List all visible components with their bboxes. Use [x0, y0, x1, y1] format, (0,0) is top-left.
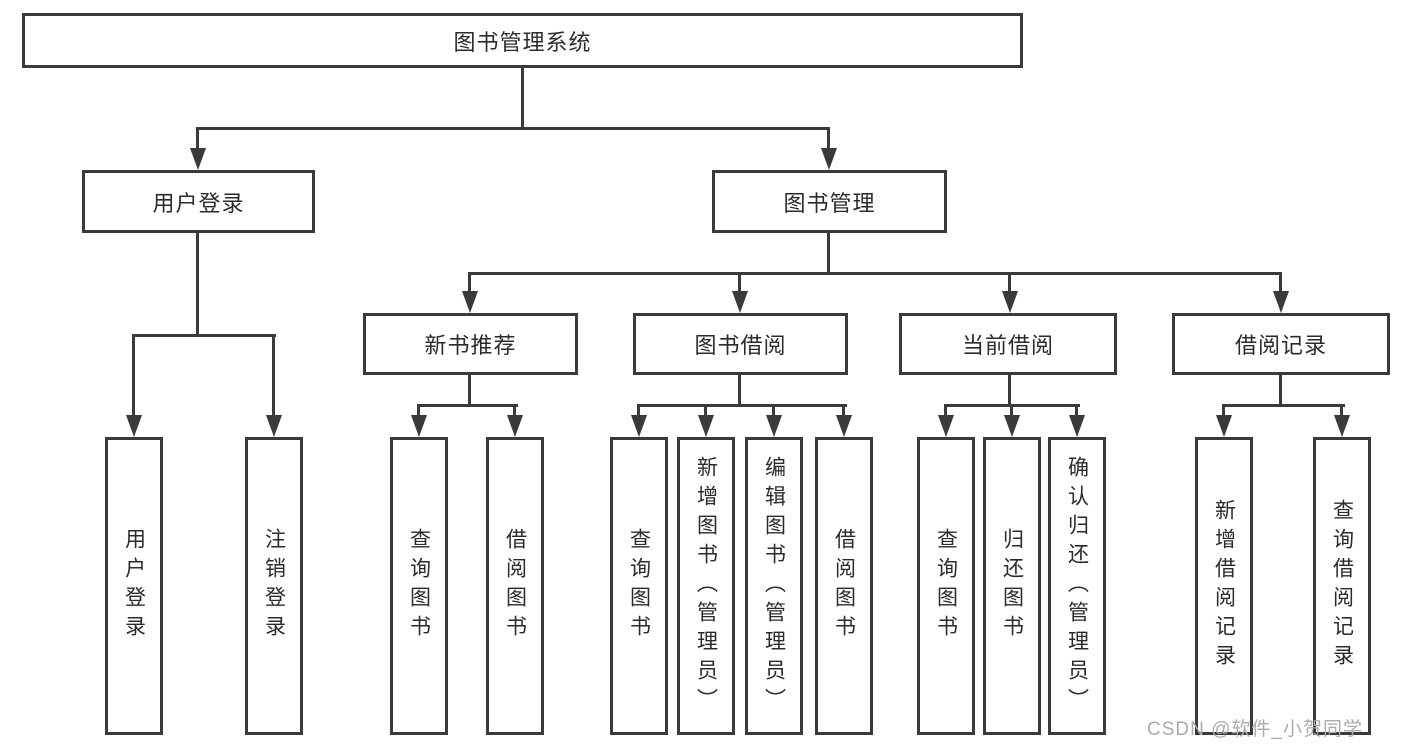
leaf-borrow-edit-books-admin: 编辑图书（管理员）	[745, 437, 803, 735]
arrowhead-icon	[1002, 291, 1018, 313]
node-root-label: 图书管理系统	[453, 29, 592, 55]
leaf-recommend-borrow-books: 借阅图书	[486, 437, 544, 735]
node-current-borrowing: 当前借阅	[899, 313, 1117, 375]
arrowhead-icon	[732, 291, 748, 313]
connector-drop-leaf	[272, 334, 275, 419]
leaf-current-return-books-label: 归还图书	[1000, 528, 1024, 644]
arrowhead-icon	[631, 415, 647, 437]
connector-user-login-stem	[196, 233, 199, 337]
leaf-borrow-add-books-admin: 新增图书（管理员）	[677, 437, 735, 735]
leaf-borrow-borrow-books: 借阅图书	[815, 437, 873, 735]
node-borrowing-records-label: 借阅记录	[1234, 333, 1327, 358]
connector-user-login-group	[132, 334, 276, 337]
node-book-management: 图书管理	[712, 170, 947, 233]
connector-drop-section	[1008, 272, 1011, 295]
arrowhead-icon	[1273, 291, 1289, 313]
arrowhead-icon	[266, 415, 282, 437]
connector-drop-section	[468, 272, 471, 295]
node-book-management-label: 图书管理	[783, 190, 876, 216]
connector-drop-leaf	[944, 404, 947, 420]
connector-drop-leaf	[132, 334, 135, 419]
leaf-current-confirm-return-admin: 确认归还（管理员）	[1048, 437, 1106, 735]
connector-drop-leaf	[772, 404, 775, 420]
node-root: 图书管理系统	[22, 13, 1023, 68]
leaf-current-confirm-return-admin-label: 确认归还（管理员）	[1065, 455, 1089, 717]
connector-drop-leaf	[704, 404, 707, 420]
connector-drop-leaf	[637, 404, 640, 420]
arrowhead-icon	[698, 415, 714, 437]
connector-recommendation-stem	[468, 375, 471, 407]
leaf-borrow-query-books: 查询图书	[610, 437, 668, 735]
arrowhead-icon	[1216, 415, 1232, 437]
leaf-recommend-borrow-books-label: 借阅图书	[503, 528, 527, 644]
arrowhead-icon	[1069, 415, 1085, 437]
connector-drop-book-management	[827, 127, 830, 152]
csdn-watermark: CSDN @软件_小贺同学	[1147, 719, 1363, 740]
connector-drop-section	[1279, 272, 1282, 295]
connector-recommendation-group	[417, 404, 518, 407]
leaf-current-return-books: 归还图书	[983, 437, 1041, 735]
connector-drop-leaf	[417, 404, 420, 420]
arrowhead-icon	[821, 148, 837, 170]
arrowhead-icon	[126, 415, 142, 437]
connector-root-stem	[521, 68, 524, 130]
leaf-logout-login-label: 注销登录	[262, 528, 286, 644]
node-book-borrowing: 图书借阅	[633, 313, 848, 375]
node-book-borrowing-label: 图书借阅	[694, 333, 787, 358]
connector-drop-leaf	[1222, 404, 1225, 420]
connector-drop-user-login	[196, 127, 199, 152]
leaf-user-login: 用户登录	[105, 437, 163, 735]
arrowhead-icon	[507, 415, 523, 437]
connector-drop-leaf	[1010, 404, 1013, 420]
arrowhead-icon	[462, 291, 478, 313]
leaf-user-login-label: 用户登录	[122, 528, 146, 644]
leaf-records-query-record-label: 查询借阅记录	[1330, 499, 1354, 673]
leaf-records-add-record-label: 新增借阅记录	[1212, 499, 1236, 673]
connector-level2	[196, 127, 830, 130]
node-current-borrowing-label: 当前借阅	[961, 333, 1054, 358]
connector-drop-leaf	[513, 404, 516, 420]
connector-records-group	[1222, 404, 1345, 407]
node-user-login: 用户登录	[82, 170, 315, 233]
leaf-borrow-edit-books-admin-label: 编辑图书（管理员）	[762, 455, 786, 717]
arrowhead-icon	[836, 415, 852, 437]
node-new-book-recommendation: 新书推荐	[363, 313, 578, 375]
leaf-borrow-borrow-books-label: 借阅图书	[832, 528, 856, 644]
node-user-login-label: 用户登录	[152, 190, 245, 216]
connector-drop-leaf	[1340, 404, 1343, 420]
connector-current-stem	[1008, 375, 1011, 407]
arrowhead-icon	[766, 415, 782, 437]
node-new-book-recommendation-label: 新书推荐	[424, 333, 517, 358]
connector-drop-leaf	[1075, 404, 1078, 420]
leaf-logout-login: 注销登录	[245, 437, 303, 735]
leaf-borrow-query-books-label: 查询图书	[627, 528, 651, 644]
leaf-records-query-record: 查询借阅记录	[1313, 437, 1371, 735]
connector-records-stem	[1279, 375, 1282, 407]
connector-level3	[468, 272, 1282, 275]
node-borrowing-records: 借阅记录	[1172, 313, 1390, 375]
connector-book-management-stem	[827, 233, 830, 275]
connector-borrowing-group	[637, 404, 847, 407]
leaf-current-query-books-label: 查询图书	[934, 528, 958, 644]
arrowhead-icon	[1004, 415, 1020, 437]
arrowhead-icon	[938, 415, 954, 437]
leaf-recommend-query-books-label: 查询图书	[407, 528, 431, 644]
arrowhead-icon	[411, 415, 427, 437]
connector-drop-section	[738, 272, 741, 295]
connector-borrowing-stem	[738, 375, 741, 407]
leaf-recommend-query-books: 查询图书	[390, 437, 448, 735]
arrowhead-icon	[1334, 415, 1350, 437]
arrowhead-icon	[190, 148, 206, 170]
leaf-borrow-add-books-admin-label: 新增图书（管理员）	[694, 455, 718, 717]
leaf-current-query-books: 查询图书	[917, 437, 975, 735]
connector-drop-leaf	[842, 404, 845, 420]
leaf-records-add-record: 新增借阅记录	[1195, 437, 1253, 735]
